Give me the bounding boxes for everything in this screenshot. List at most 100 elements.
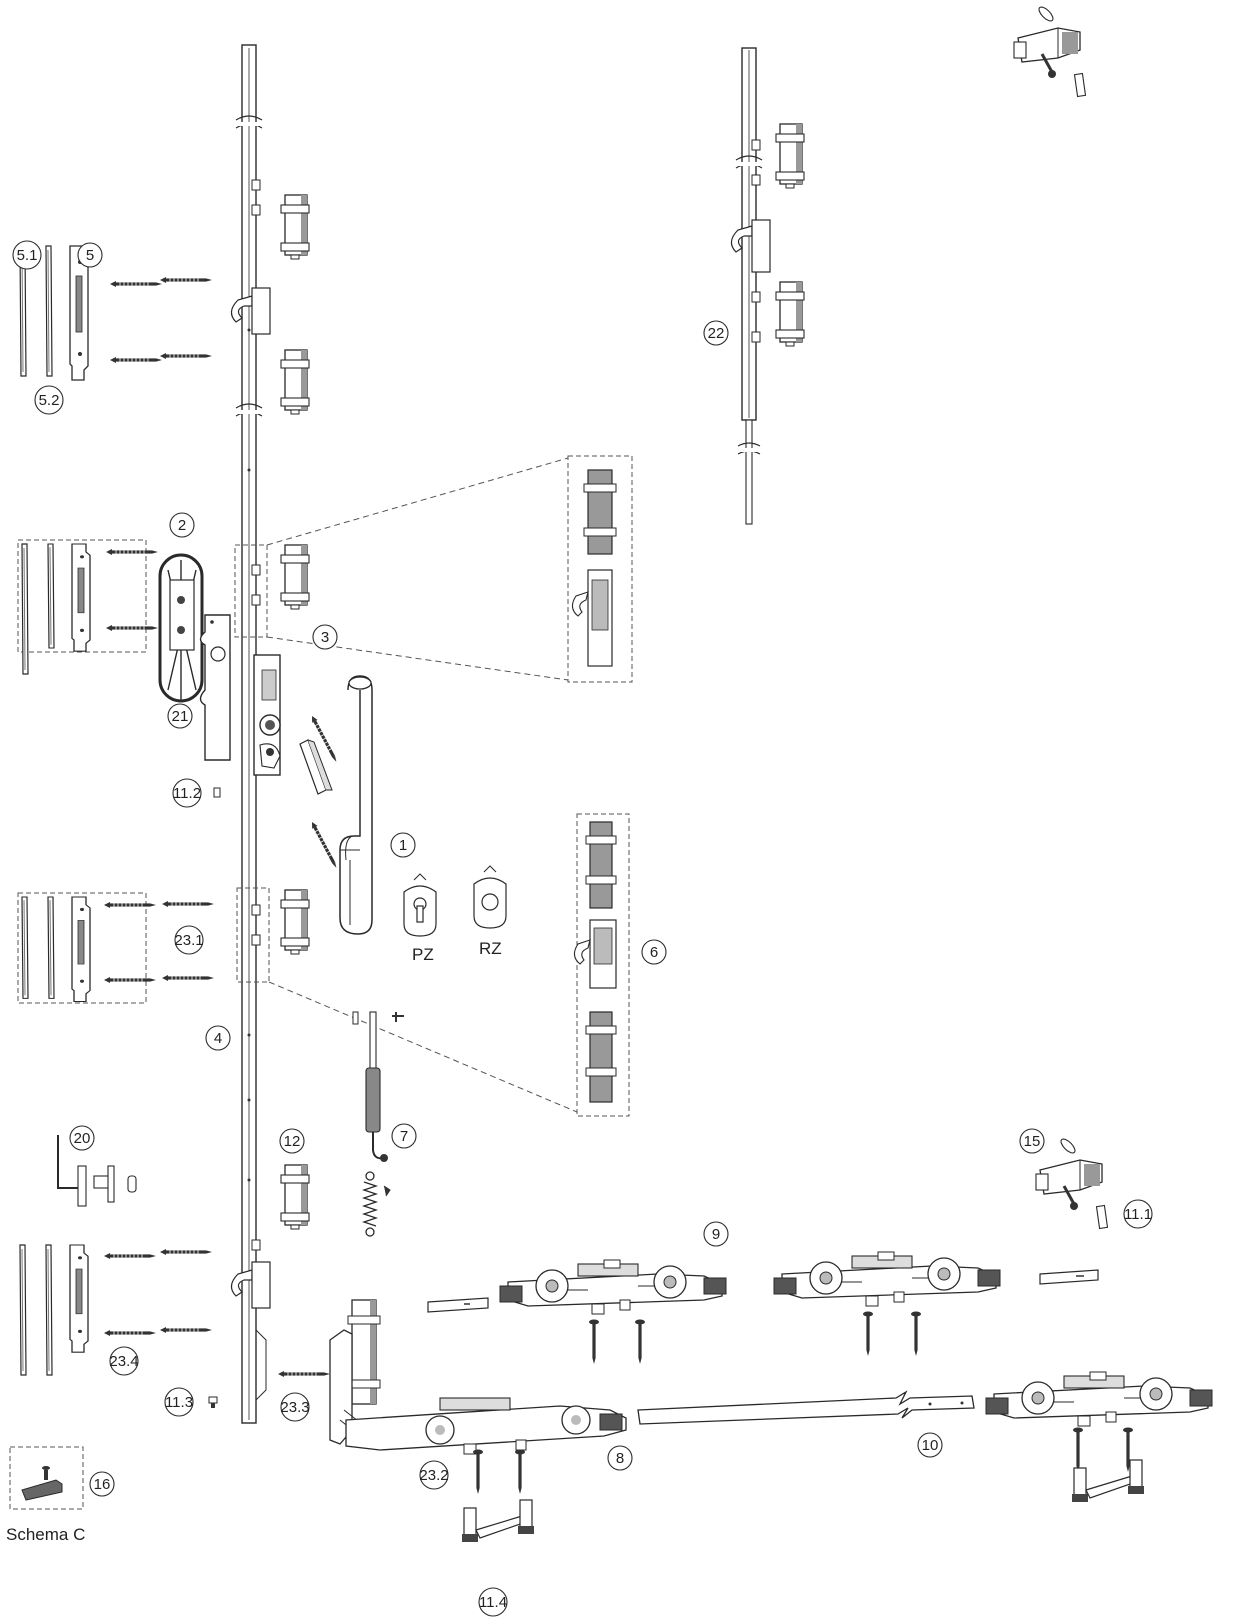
callout-23-4: 23.4 bbox=[109, 1346, 139, 1376]
callout-text: 23.2 bbox=[419, 1467, 448, 1484]
callout-text: 5 bbox=[86, 247, 94, 264]
detail-box-upper bbox=[567, 455, 633, 683]
callout-text: 2 bbox=[178, 517, 186, 534]
small-pin-11-2 bbox=[213, 787, 221, 798]
label-schema-c: Schema C bbox=[6, 1525, 85, 1544]
connector-strip-right bbox=[1039, 1269, 1099, 1285]
spindle bbox=[299, 739, 333, 795]
callout-4: 4 bbox=[205, 1025, 231, 1051]
lock-block-3 bbox=[280, 544, 310, 610]
callout-text: 21 bbox=[172, 708, 189, 725]
connecting-rod-10 bbox=[637, 1390, 975, 1425]
label-pz: PZ bbox=[412, 945, 434, 964]
damper-7 bbox=[352, 1011, 404, 1162]
callout-7: 7 bbox=[391, 1123, 417, 1149]
callout-9: 9 bbox=[703, 1221, 729, 1247]
schema-c-box-16 bbox=[9, 1446, 84, 1510]
lock-block-middle bbox=[280, 889, 310, 955]
callout-text: 11.1 bbox=[1124, 1206, 1152, 1223]
carriage-8 bbox=[345, 1397, 627, 1455]
callout-20: 20 bbox=[69, 1125, 95, 1151]
lock-block-12 bbox=[280, 1164, 310, 1230]
callout-text: 8 bbox=[616, 1450, 624, 1467]
cam-pin-15 bbox=[1034, 1135, 1109, 1230]
callout-text: 22 bbox=[708, 325, 725, 342]
spring bbox=[361, 1171, 391, 1237]
callout-labels: 5.1 5 5.2 2 3 21 11.2 1 23.1 4 6 7 20 12 15 11.1 9 23.4 11… bbox=[12, 240, 1153, 1617]
callout-5-2: 5.2 bbox=[34, 385, 64, 415]
keeper-group-dashed-upper bbox=[17, 539, 159, 675]
callout-21: 21 bbox=[167, 703, 193, 729]
callout-text: 12 bbox=[284, 1133, 301, 1150]
callout-23-3: 23.3 bbox=[280, 1392, 310, 1422]
callout-2: 2 bbox=[169, 512, 195, 538]
callout-text: 23.4 bbox=[109, 1353, 138, 1370]
label-rz: RZ bbox=[479, 939, 502, 958]
pin-set-20 bbox=[57, 1135, 137, 1207]
screws-right-bottom bbox=[1073, 1427, 1133, 1472]
secondary-locking-rail-22 bbox=[730, 47, 771, 525]
callout-16: 16 bbox=[89, 1471, 115, 1497]
callout-23-1: 23.1 bbox=[174, 925, 204, 955]
detail-box-lower-6 bbox=[573, 813, 630, 1117]
callout-text: 10 bbox=[922, 1437, 939, 1454]
callout-text: 3 bbox=[321, 629, 329, 646]
callout-1: 1 bbox=[390, 832, 416, 858]
screw-23-3 bbox=[277, 1370, 331, 1378]
rosette-2 bbox=[158, 553, 204, 703]
gearbox-lock-case bbox=[253, 654, 281, 776]
callout-text: 23.1 bbox=[174, 932, 203, 949]
callout-text: 1 bbox=[399, 837, 407, 854]
keeper-group-top bbox=[19, 245, 213, 381]
callout-text: 7 bbox=[400, 1128, 408, 1145]
cam-pin-top bbox=[1012, 3, 1087, 98]
lock-block-22-upper bbox=[775, 123, 805, 189]
escutcheon-rz bbox=[473, 865, 507, 929]
callout-text: 11.3 bbox=[165, 1394, 193, 1411]
callout-text: 20 bbox=[74, 1130, 91, 1147]
keeper-group-dashed-lower bbox=[17, 892, 215, 1004]
lift-slide-handle-1 bbox=[339, 675, 373, 935]
callout-text: 5.2 bbox=[39, 392, 60, 409]
escutcheon-pz bbox=[403, 873, 437, 937]
handle-screws bbox=[308, 714, 340, 870]
callout-23-2: 23.2 bbox=[419, 1460, 449, 1490]
small-pin-11-3 bbox=[208, 1396, 218, 1408]
support-11-4 bbox=[461, 1499, 535, 1543]
screws-9-left bbox=[589, 1319, 645, 1364]
callout-11-2: 11.2 bbox=[172, 778, 202, 808]
callout-text: 11.4 bbox=[479, 1594, 507, 1611]
callout-6: 6 bbox=[641, 939, 667, 965]
callout-3: 3 bbox=[312, 624, 338, 650]
detail-frame-lower bbox=[236, 887, 578, 1113]
callout-text: 5.1 bbox=[17, 247, 38, 264]
callout-text: 9 bbox=[712, 1226, 720, 1243]
callout-8: 8 bbox=[607, 1445, 633, 1471]
callout-text: 23.3 bbox=[280, 1399, 309, 1416]
callout-text: 11.2 bbox=[173, 785, 201, 802]
callout-15: 15 bbox=[1019, 1128, 1045, 1154]
screws-9-right bbox=[863, 1311, 921, 1356]
carriage-9-right bbox=[773, 1251, 1001, 1307]
callout-12: 12 bbox=[279, 1128, 305, 1154]
screws-8 bbox=[473, 1449, 525, 1494]
callout-text: 16 bbox=[94, 1476, 111, 1493]
callout-5: 5 bbox=[77, 242, 103, 268]
callout-10: 10 bbox=[917, 1432, 943, 1458]
callout-text: 15 bbox=[1024, 1133, 1041, 1150]
callout-11-1: 11.1 bbox=[1123, 1199, 1153, 1229]
corner-drive-bracket bbox=[329, 1299, 381, 1445]
callout-text: 4 bbox=[214, 1030, 222, 1047]
callout-22: 22 bbox=[703, 320, 729, 346]
support-right-bottom bbox=[1071, 1459, 1145, 1503]
callout-text: 6 bbox=[650, 944, 658, 961]
callout-11-4: 11.4 bbox=[478, 1587, 508, 1617]
connector-strip-left bbox=[427, 1297, 489, 1313]
lock-block-top-2 bbox=[280, 349, 310, 415]
carriage-9-left bbox=[499, 1259, 727, 1315]
lock-block-22-lower bbox=[775, 281, 805, 347]
callout-5-1: 5.1 bbox=[12, 240, 42, 270]
backplate-21 bbox=[199, 614, 231, 761]
lock-block-top-1 bbox=[280, 194, 310, 260]
